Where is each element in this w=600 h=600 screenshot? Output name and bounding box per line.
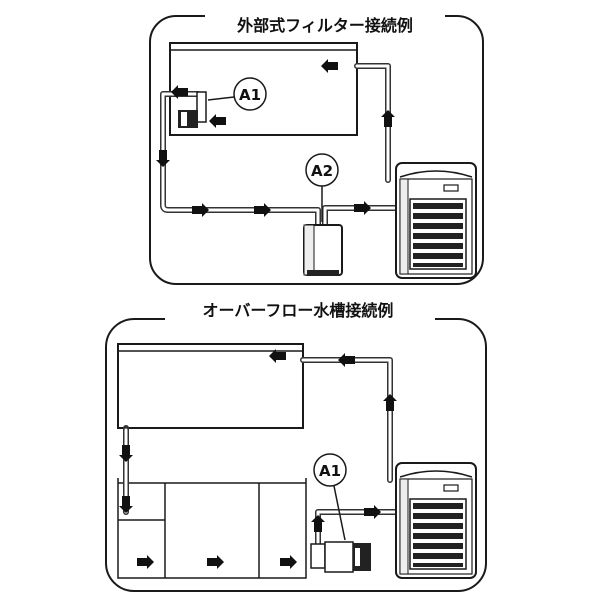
tubing xyxy=(160,63,403,227)
sump-tank xyxy=(117,478,307,579)
callout-a1-label: A1 xyxy=(319,462,341,480)
chiller-icon xyxy=(395,462,477,579)
callout-a1: A1 xyxy=(313,453,347,541)
callout-a2: A2 xyxy=(305,153,339,222)
external-filter-panel: 外部式フィルター接続例 xyxy=(149,14,484,285)
title-backdrop xyxy=(205,14,445,36)
filter-canister-icon xyxy=(303,224,343,276)
callout-a1: A1 xyxy=(207,77,267,111)
title-backdrop xyxy=(165,297,435,323)
pump-icon xyxy=(178,91,207,128)
overflow-tank-panel: オーバーフロー水槽接続例 xyxy=(105,297,487,592)
panel-title: 外部式フィルター接続例 xyxy=(236,16,413,35)
callout-a1-label: A1 xyxy=(239,86,261,104)
panel-title: オーバーフロー水槽接続例 xyxy=(203,301,394,320)
chiller-icon xyxy=(395,162,477,279)
callout-a2-label: A2 xyxy=(311,162,333,180)
pump-icon xyxy=(310,541,371,573)
